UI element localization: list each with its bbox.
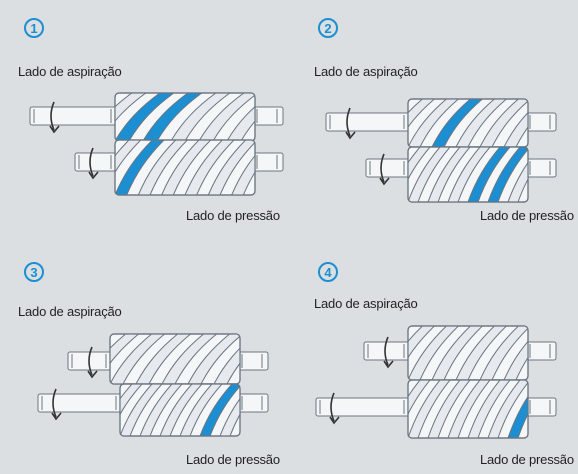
- female-rotor: [407, 146, 529, 203]
- male-rotor: [407, 325, 529, 381]
- pressure-side-label: Lado de pressão: [480, 208, 574, 223]
- male-rotor: [114, 92, 256, 142]
- pressure-side-label: Lado de pressão: [186, 208, 280, 223]
- drive-shaft-lower: [315, 397, 411, 417]
- suction-side-label: Lado de aspiração: [314, 64, 418, 79]
- drive-shaft-upper: [363, 341, 411, 361]
- screw-rotor-pair: [315, 325, 557, 439]
- step-number-badge: 3: [24, 262, 44, 282]
- pressure-side-label: Lado de pressão: [480, 452, 574, 467]
- screw-rotor-pair: [325, 98, 557, 203]
- rotation-arrow-icon: [51, 388, 62, 421]
- end-shaft-upper: [237, 351, 269, 371]
- end-shaft-lower: [237, 393, 269, 413]
- rotation-arrow-icon: [87, 346, 98, 379]
- drive-shaft-lower: [365, 158, 411, 178]
- end-shaft-upper: [525, 341, 557, 361]
- end-shaft-upper: [252, 106, 284, 126]
- female-rotor: [114, 139, 256, 196]
- rotation-arrow-icon: [49, 101, 60, 134]
- drive-shaft-lower: [74, 152, 118, 172]
- rotation-arrow-icon: [329, 392, 340, 425]
- end-shaft-upper: [525, 112, 557, 132]
- drive-shaft-upper: [29, 106, 118, 126]
- rotation-arrow-icon: [379, 153, 390, 186]
- end-shaft-lower: [525, 158, 557, 178]
- step-number-badge: 1: [24, 18, 44, 38]
- end-shaft-lower: [252, 152, 284, 172]
- drive-shaft-upper: [325, 112, 411, 132]
- male-rotor: [407, 98, 529, 148]
- rotation-arrow-icon: [383, 336, 394, 369]
- rotation-arrow-icon: [345, 107, 356, 140]
- screw-rotor-pair: [29, 92, 284, 196]
- female-rotor: [119, 383, 241, 437]
- step-number-badge: 4: [318, 262, 338, 282]
- rotation-arrow-icon: [88, 147, 99, 180]
- drive-shaft-lower: [37, 393, 123, 413]
- female-rotor: [407, 379, 529, 439]
- step-number-badge: 2: [318, 18, 338, 38]
- suction-side-label: Lado de aspiração: [18, 304, 122, 319]
- suction-side-label: Lado de aspiração: [18, 64, 122, 79]
- suction-side-label: Lado de aspiração: [314, 296, 418, 311]
- screw-rotor-pair: [37, 333, 269, 437]
- pressure-side-label: Lado de pressão: [186, 452, 280, 467]
- end-shaft-lower: [525, 397, 557, 417]
